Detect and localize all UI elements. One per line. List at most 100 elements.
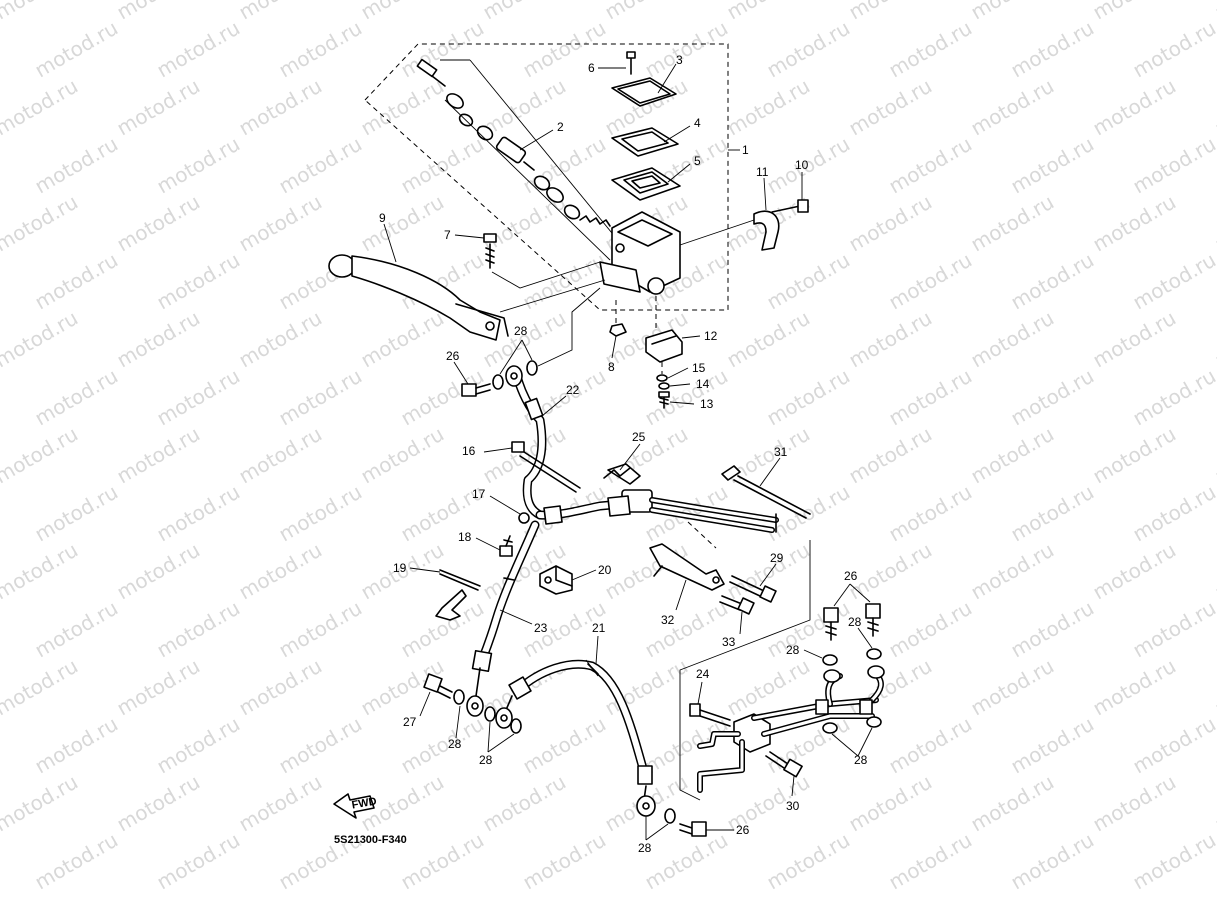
watermark-text: motod.ru (1129, 480, 1217, 547)
fwd-label: FWD (351, 795, 378, 811)
diagram-code: 5S21300-F340 (334, 834, 407, 846)
watermark-text: motod.ru (845, 306, 936, 373)
brake-light-switch (645, 329, 701, 409)
watermark-text: motod.ru (0, 190, 82, 257)
watermark-text: motod.ru (153, 16, 244, 83)
watermark-text: motod.ru (885, 16, 976, 83)
watermark-text: motod.ru (1129, 712, 1217, 779)
watermark-text: motod.ru (153, 364, 244, 431)
mirror-bracket (753, 172, 809, 251)
callout-1: 1 (742, 143, 749, 157)
watermark-text: motod.ru (967, 422, 1058, 489)
watermark-text: motod.ru (1211, 190, 1217, 257)
watermark-text: motod.ru (357, 0, 448, 24)
callout-26-upper: 26 (446, 349, 460, 363)
watermark-text: motod.ru (845, 422, 936, 489)
watermark-text: motod.ru (519, 132, 610, 199)
watermark-text: motod.ru (1089, 74, 1180, 141)
watermark-text: motod.ru (1007, 828, 1098, 895)
watermark-text: motod.ru (1089, 538, 1180, 605)
callout-5: 5 (694, 154, 701, 168)
watermark-text: motod.ru (845, 190, 936, 257)
callout-3: 3 (676, 53, 683, 67)
union-bolts-26-right (823, 583, 881, 641)
watermark-text: motod.ru (153, 132, 244, 199)
watermark-text: motod.ru (357, 422, 448, 489)
watermark-text: motod.ru (885, 596, 976, 663)
watermark-text: motod.ru (235, 422, 326, 489)
master-cylinder-body (599, 211, 761, 330)
watermark-text: motod.ru (113, 654, 204, 721)
watermark-text: motod.ru (1129, 828, 1217, 895)
watermark-text: motod.ru (235, 74, 326, 141)
watermark-text: motod.ru (0, 306, 82, 373)
watermark-text: motod.ru (397, 16, 488, 83)
watermark-text: motod.ru (845, 770, 936, 837)
callout-7: 7 (444, 228, 451, 242)
callout-18: 18 (458, 530, 472, 544)
delay-valve-assembly (697, 665, 885, 793)
watermark-text: motod.ru (967, 770, 1058, 837)
watermark-text: motod.ru (113, 190, 204, 257)
lever-nut (609, 300, 627, 359)
joint-pipe (535, 495, 779, 533)
callout-32: 32 (661, 613, 675, 627)
callout-28-mid: 28 (479, 753, 493, 767)
upper-brake-hose (505, 365, 567, 520)
bolt-33 (719, 595, 755, 635)
watermark-text: motod.ru (153, 596, 244, 663)
callout-10: 10 (795, 158, 809, 172)
watermark-text: motod.ru (1211, 770, 1217, 837)
callout-28-right-c: 28 (854, 753, 868, 767)
callout-16: 16 (462, 444, 476, 458)
callout-9: 9 (379, 211, 386, 225)
callout-33: 33 (722, 635, 736, 649)
hose-holder-19 (409, 567, 481, 621)
watermark-text: motod.ru (357, 306, 448, 373)
watermark-text: motod.ru (519, 712, 610, 779)
lower-pipe-assembly-outline (679, 540, 811, 801)
watermark-text: motod.ru (1007, 712, 1098, 779)
watermark-text: motod.ru (397, 596, 488, 663)
watermark-text: motod.ru (1089, 770, 1180, 837)
watermark-text: motod.ru (1129, 596, 1217, 663)
watermark-text: motod.ru (885, 712, 976, 779)
watermark-text: motod.ru (479, 0, 570, 24)
callout-8: 8 (608, 360, 615, 374)
watermark-text: motod.ru (235, 654, 326, 721)
watermark-text: motod.ru (0, 74, 82, 141)
watermark-text: motod.ru (1211, 654, 1217, 721)
watermark-text: motod.ru (235, 306, 326, 373)
watermark-text: motod.ru (1007, 364, 1098, 431)
watermark-text: motod.ru (113, 74, 204, 141)
piston-kit (416, 58, 631, 261)
watermark-text: motod.ru (1211, 306, 1217, 373)
callout-30: 30 (786, 799, 800, 813)
watermark-text: motod.ru (1211, 0, 1217, 24)
callout-11: 11 (756, 165, 769, 179)
upper-union-bolt (453, 287, 601, 397)
watermark-text: motod.ru (31, 16, 122, 83)
watermark-text: motod.ru (845, 0, 936, 24)
caliper-union-bolt-bottom (645, 808, 734, 841)
fwd-arrow: FWD (333, 793, 378, 819)
watermark-text: motod.ru (113, 422, 204, 489)
bolt-24 (689, 681, 731, 727)
watermark-text: motod.ru (967, 654, 1058, 721)
watermark-text: motod.ru (1089, 190, 1180, 257)
watermark-text: motod.ru (1089, 0, 1180, 24)
watermark-text: motod.ru (235, 0, 326, 24)
watermark-text: motod.ru (275, 480, 366, 547)
callout-28-upper: 28 (514, 324, 528, 338)
callout-27: 27 (403, 715, 417, 729)
watermark-text: motod.ru (357, 74, 448, 141)
bolt-30 (765, 751, 803, 797)
callout-14: 14 (696, 377, 710, 391)
callout-28-bottom: 28 (638, 841, 652, 855)
watermark-text: motod.ru (31, 364, 122, 431)
washers-28-right (803, 627, 882, 757)
callout-labels: 1 2 3 4 5 6 7 8 9 10 11 12 13 14 15 16 1… (379, 53, 868, 855)
watermark-text: motod.ru (1089, 306, 1180, 373)
front-brake-hose-23 (466, 520, 540, 717)
